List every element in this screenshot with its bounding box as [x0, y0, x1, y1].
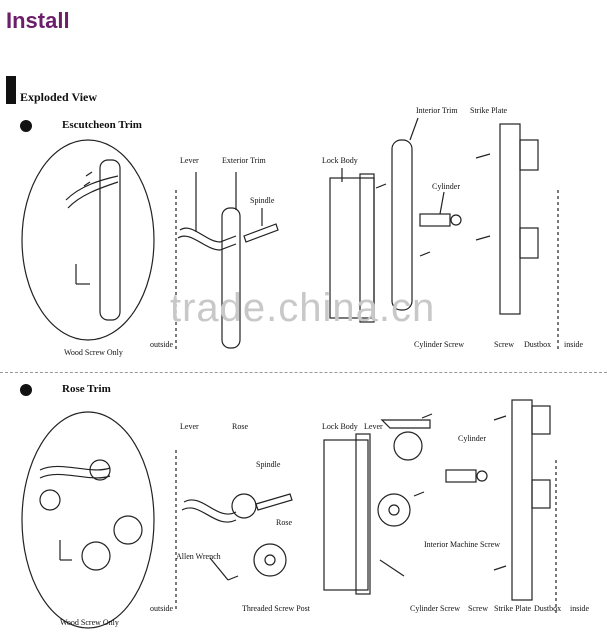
- cylinder: [419, 213, 451, 227]
- label-outside: outside: [150, 340, 174, 349]
- bullet-icon: [20, 384, 32, 396]
- bullet-icon: [20, 120, 32, 132]
- label-rose-2: Rose: [276, 518, 292, 527]
- label-exterior-trim: Exterior Trim: [222, 156, 266, 165]
- label-threaded-screw-post: Threaded Screw Post: [242, 604, 310, 613]
- label-lock-body: Lock Body: [322, 422, 358, 431]
- rose-heading: Rose Trim: [62, 383, 111, 395]
- dustbox-top: [519, 139, 539, 171]
- label-cylinder: Cylinder: [432, 182, 460, 191]
- lever-outline: [67, 181, 119, 209]
- lever: [177, 235, 237, 251]
- page-title: Install: [6, 8, 70, 33]
- label-cylinder-screw: Cylinder Screw: [414, 340, 464, 349]
- label-wood-screw-only: Wood Screw Only: [64, 348, 123, 357]
- label-lever-2: Lever: [364, 422, 383, 431]
- strike-plate: [499, 123, 521, 315]
- label-wood-screw-only: Wood Screw Only: [60, 618, 119, 627]
- section-divider: [0, 372, 607, 373]
- label-screw: Screw: [468, 604, 488, 613]
- label-dustbox: Dustbox: [534, 604, 562, 613]
- detail-circle: [21, 139, 155, 341]
- label-interior-trim: Interior Trim: [416, 106, 458, 115]
- label-interior-machine-screw: Interior Machine Screw: [424, 540, 500, 549]
- spindle: [243, 223, 279, 243]
- section-marker: [6, 76, 16, 104]
- exterior-trim: [221, 207, 241, 349]
- label-spindle: Spindle: [250, 196, 275, 205]
- label-rose: Rose: [232, 422, 248, 431]
- interior-trim: [391, 139, 413, 311]
- label-inside: inside: [564, 340, 584, 349]
- section-title: Exploded View: [20, 90, 98, 104]
- watermark: trade.china.cn: [170, 286, 436, 330]
- label-inside: inside: [570, 604, 590, 613]
- label-lever: Lever: [180, 156, 199, 165]
- label-outside: outside: [150, 604, 174, 613]
- label-screw: Screw: [494, 340, 514, 349]
- escutcheon-heading: Escutcheon Trim: [62, 119, 142, 131]
- label-cylinder: Cylinder: [458, 434, 486, 443]
- label-lever: Lever: [180, 422, 199, 431]
- rose: [231, 493, 257, 519]
- label-lock-body: Lock Body: [322, 156, 358, 165]
- label-spindle: Spindle: [256, 460, 281, 469]
- escutcheon-plate: [99, 159, 121, 321]
- label-allen-wrench: Allen Wrench: [176, 552, 221, 561]
- dustbox-mid: [519, 227, 539, 259]
- label-strike-plate: Strike Plate: [470, 106, 508, 115]
- label-strike-plate: Strike Plate: [494, 604, 532, 613]
- label-dustbox: Dustbox: [524, 340, 552, 349]
- label-cylinder-screw: Cylinder Screw: [410, 604, 460, 613]
